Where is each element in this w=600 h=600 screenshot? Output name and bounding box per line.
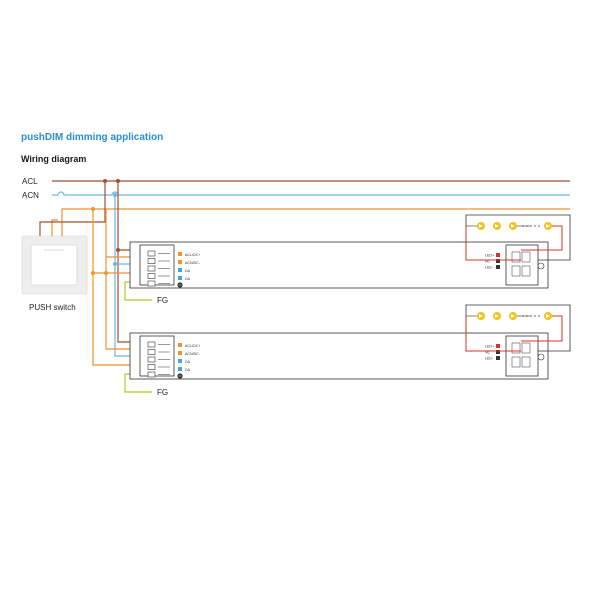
led-string-1 <box>466 222 552 230</box>
acn-label: ACN <box>22 191 39 200</box>
acn-line <box>52 191 570 196</box>
output-marker <box>496 356 500 360</box>
driver-2-body <box>129 332 549 380</box>
driver-2-output-terminal <box>505 335 539 377</box>
input-label: DA <box>185 277 191 281</box>
output-label: NC <box>485 260 491 264</box>
input-terminal-slot <box>147 349 156 355</box>
diagram-subtitle: Wiring diagram <box>21 154 87 164</box>
input-label: ACL/DC+ <box>185 253 200 257</box>
switch-wire-left <box>51 219 58 236</box>
input-terminal-slot <box>147 258 156 264</box>
input-terminal-slot <box>147 341 156 348</box>
output-label: LED+ <box>485 254 494 258</box>
input-label: DA <box>185 269 191 273</box>
led-wire-1-black <box>465 214 571 261</box>
driver-1-input-terminal <box>139 244 175 286</box>
driver-1-body <box>129 241 549 289</box>
input-terminal-slot <box>147 356 156 363</box>
input-terminal-slot <box>147 265 156 272</box>
driver-2-input-terminal <box>139 335 175 377</box>
push-switch-label: PUSH switch <box>29 303 76 312</box>
driver-1-output-terminal <box>505 244 539 286</box>
push-switch[interactable] <box>21 235 88 295</box>
input-terminal-slot <box>147 371 156 378</box>
input-marker <box>178 260 182 264</box>
output-label: LED- <box>485 357 494 361</box>
input-marker <box>178 276 182 280</box>
input-marker <box>178 268 182 272</box>
input-marker <box>178 343 182 347</box>
switch-feed-drivers-2 <box>105 209 140 350</box>
push-switch-icon <box>30 244 78 286</box>
fg-label-bottom: FG <box>157 388 168 397</box>
output-label: NC <box>485 351 491 355</box>
output-marker <box>496 259 500 263</box>
output-label: LED+ <box>485 345 494 349</box>
input-marker <box>178 252 182 256</box>
led-wire-1 <box>465 225 563 261</box>
input-label: ACL/DC+ <box>185 344 200 348</box>
led-wire-2-black <box>465 304 571 352</box>
input-terminal-slot <box>147 273 156 279</box>
fg-label-top: FG <box>157 296 168 305</box>
page-title: pushDIM dimming application <box>21 132 164 143</box>
led-string-2 <box>466 312 552 320</box>
input-terminal-slot <box>147 280 156 287</box>
output-marker <box>496 265 500 269</box>
input-terminal-slot <box>147 250 156 257</box>
acl-label: ACL <box>22 177 38 186</box>
driver-2: ACL/DC+ ACN/DC- DA DA LED+ NC LED- <box>129 332 549 380</box>
output-marker <box>496 253 500 257</box>
input-marker <box>178 351 182 355</box>
switch-wire-top <box>61 208 570 236</box>
input-label: DA <box>185 360 191 364</box>
input-marker <box>178 359 182 363</box>
output-label: LED- <box>485 266 494 270</box>
input-label: DA <box>185 368 191 372</box>
led-wire-2 <box>465 315 563 352</box>
input-label: ACN/DC- <box>185 352 201 356</box>
output-marker <box>496 350 500 354</box>
input-label: ACN/DC- <box>185 261 201 265</box>
input-terminal-slot <box>147 364 156 370</box>
driver-1: ACL/DC+ ACN/DC- DA DA LED+ NC LED- <box>129 241 549 289</box>
input-marker <box>178 367 182 371</box>
acl-feed-switch <box>39 181 106 236</box>
output-marker <box>496 344 500 348</box>
